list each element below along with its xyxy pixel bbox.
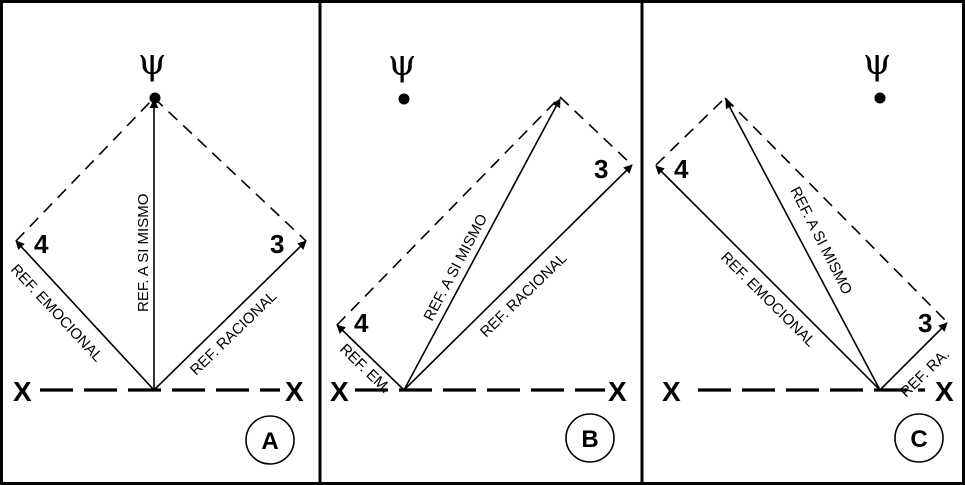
label-4: 4 (34, 229, 49, 259)
psi-symbol: ψ (863, 42, 891, 83)
x-label-right: X (608, 376, 627, 407)
vector-rational (403, 164, 633, 391)
ref-self-label: REF. A SI MISMO (421, 211, 492, 323)
dashed-parallelogram-edge (559, 96, 633, 166)
x-label-left: X (662, 376, 681, 407)
x-label-left: X (13, 376, 32, 407)
psi-symbol: ψ (138, 42, 166, 83)
vector-emotional (336, 324, 405, 391)
dashed-parallelogram-edge (153, 97, 307, 242)
x-label-right: X (285, 376, 304, 407)
panel-label-circle (565, 413, 615, 463)
dashed-parallelogram-edge (655, 97, 726, 166)
label-3: 3 (594, 154, 608, 184)
panel-a: X X ψ 4 3 REF. EMOCIONAL REF. A SI MISMO… (7, 42, 307, 465)
dashed-parallelogram-edge (15, 97, 155, 242)
vector-self (725, 99, 881, 391)
ref-emotional-label: REF. EMOCIONAL (7, 261, 106, 365)
psi-point (398, 93, 410, 105)
panel-label-circle (245, 415, 295, 465)
panel-label-circle (894, 413, 944, 463)
panel-label: A (261, 428, 278, 455)
panel-c: X X ψ 4 3 REF. EMOCIONAL REF. A SI MISMO… (655, 42, 954, 463)
vector-emotional (15, 240, 155, 391)
ref-self-label: REF. A SI MISMO (135, 194, 152, 312)
ref-rational-label: REF. RACIONAL (187, 288, 280, 379)
vector-emotional (655, 165, 881, 391)
vector-rational (879, 322, 948, 391)
vector-self (403, 98, 561, 391)
psi-point (149, 92, 161, 104)
label-4: 4 (354, 308, 369, 338)
label-3: 3 (918, 308, 932, 338)
ref-rational-label: REF. RACIONAL (477, 250, 570, 341)
x-label-right: X (935, 376, 954, 407)
ref-emotional-label: REF. EMOCIONAL (717, 249, 819, 351)
vector-rational (153, 240, 307, 391)
psi-symbol: ψ (388, 43, 416, 84)
panel-label: C (910, 426, 927, 453)
label-4: 4 (674, 154, 689, 184)
psi-point (874, 92, 886, 104)
label-3: 3 (270, 229, 284, 259)
dashed-parallelogram-edge (724, 97, 948, 323)
dashed-parallelogram-edge (336, 96, 561, 326)
panel-b: X X ψ 4 3 REF. EM. REF. A SI MISMO REF. … (330, 43, 633, 463)
panel-label: B (581, 426, 598, 453)
x-label-left: X (330, 376, 349, 407)
